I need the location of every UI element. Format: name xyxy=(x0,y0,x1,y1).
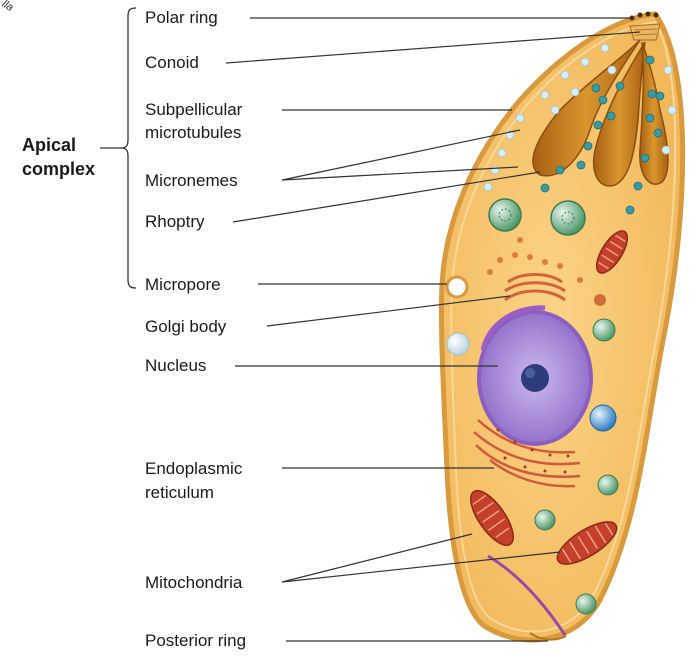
label-conoid: Conoid xyxy=(145,52,199,73)
label-micropore: Micropore xyxy=(145,274,221,295)
label-nucleus: Nucleus xyxy=(145,355,206,376)
leader-mito-1 xyxy=(282,534,472,582)
micropore xyxy=(447,277,467,297)
vesicle xyxy=(598,475,618,495)
label-rhoptry: Rhoptry xyxy=(145,211,205,232)
label-er-2: reticulum xyxy=(145,482,214,503)
vesicle xyxy=(447,333,469,355)
apical-complex-label-line1: Apical xyxy=(22,134,76,156)
label-micronemes: Micronemes xyxy=(145,170,238,191)
label-subpellicular-2: microtubules xyxy=(145,122,241,143)
vesicle xyxy=(576,594,596,614)
vesicle xyxy=(535,510,555,530)
vesicle xyxy=(590,405,616,431)
nucleolus xyxy=(521,364,549,392)
label-subpellicular-1: Subpellicular xyxy=(145,99,242,120)
nucleus xyxy=(479,308,591,444)
apical-complex-label-line2: complex xyxy=(22,158,95,180)
apical-complex-bracket xyxy=(100,8,136,288)
label-posterior-ring: Posterior ring xyxy=(145,630,246,651)
label-polar-ring: Polar ring xyxy=(145,7,218,28)
vesicle xyxy=(593,319,615,341)
lysosome xyxy=(594,294,606,306)
label-er-1: Endoplasmic xyxy=(145,458,242,479)
label-golgi-body: Golgi body xyxy=(145,316,226,337)
label-mitochondria: Mitochondria xyxy=(145,572,242,593)
